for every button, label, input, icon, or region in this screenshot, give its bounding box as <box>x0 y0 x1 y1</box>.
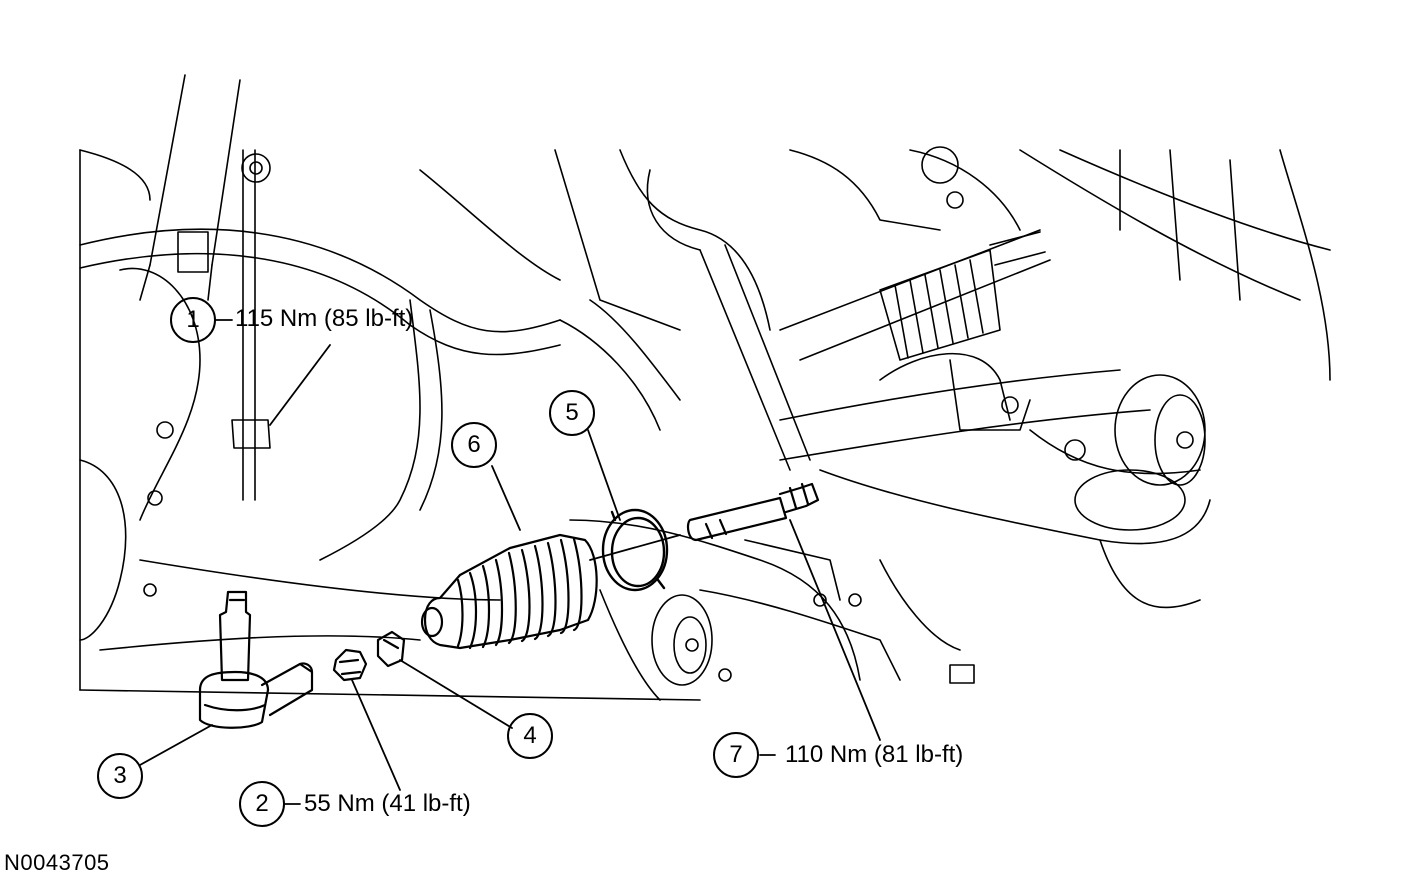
right-bushing <box>1114 374 1206 486</box>
callout-1-number: 1 <box>186 306 200 333</box>
steering-boot-part-6 <box>420 533 598 650</box>
boot-clamp-ring-part-5 <box>601 508 669 592</box>
callout-3-number: 3 <box>113 762 127 789</box>
figure-id-label: N0043705 <box>4 850 110 875</box>
callout-7-number: 7 <box>729 741 743 768</box>
boot-clamp-part-4 <box>376 630 406 668</box>
callout-2-torque-spec: 55 Nm (41 lb-ft) <box>304 790 471 817</box>
right-rack-boot <box>879 249 1001 361</box>
callout-2-number: 2 <box>255 790 269 817</box>
callout-circles <box>97 297 759 827</box>
callout-7-torque-spec: 110 Nm (81 lb-ft) <box>785 741 964 768</box>
inner-tie-rod-part-7 <box>686 482 820 542</box>
callout-5-number: 5 <box>565 399 579 426</box>
callout-6-number: 6 <box>467 431 481 458</box>
jam-nut-part-2 <box>332 648 368 682</box>
callout-4-number: 4 <box>523 722 537 749</box>
chassis-background-linework <box>79 74 1331 701</box>
callout-1-torque-spec: 115 Nm (85 lb-ft) <box>235 305 414 332</box>
tie-rod-end-part-3 <box>198 590 314 729</box>
